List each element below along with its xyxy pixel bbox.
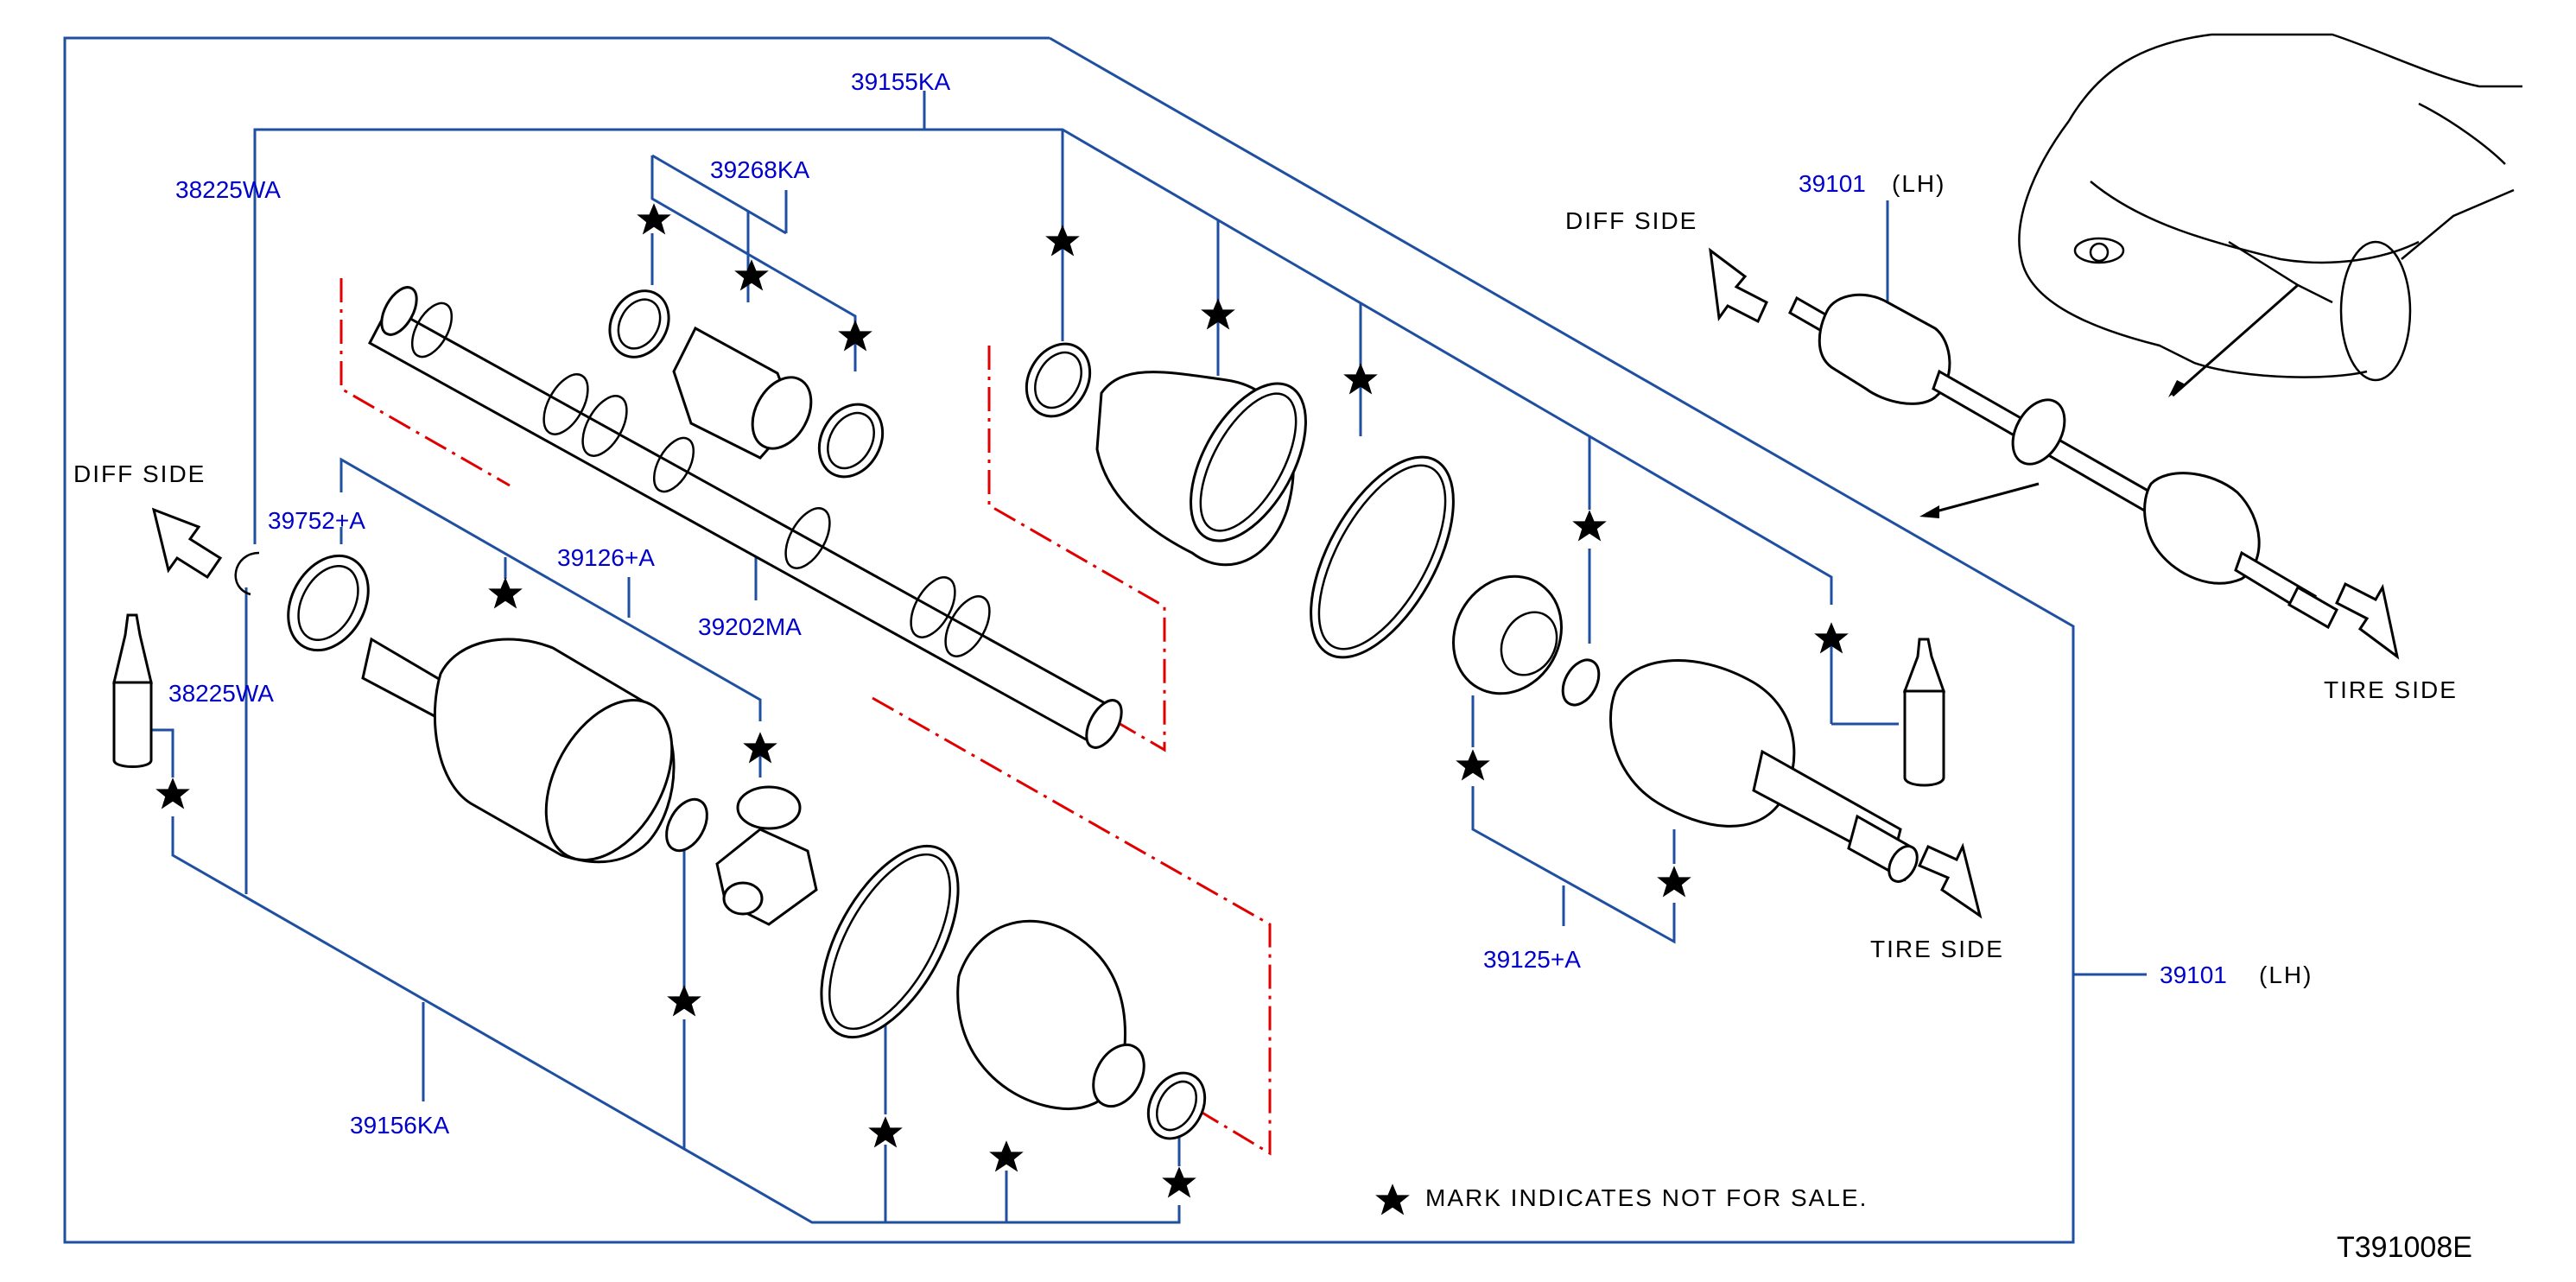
tire-side-label-top: TIRE SIDE xyxy=(2324,676,2458,703)
inner-joint-housing xyxy=(361,637,676,864)
small-boot-band xyxy=(1025,342,1092,418)
part-number-circlip-left: 38225WA xyxy=(168,680,274,707)
diff-side-label-left: DIFF SIDE xyxy=(73,460,206,487)
arrow-icon xyxy=(2335,581,2400,660)
snap-ring xyxy=(665,797,708,853)
circlip-left xyxy=(234,551,260,596)
part-number-boot-kit-outer: 39155KA xyxy=(851,68,951,95)
outer-circlip xyxy=(1561,658,1601,707)
assembly-side-right: (LH) xyxy=(2259,962,2313,988)
part-number-boot-kit-inner: 39156KA xyxy=(350,1112,450,1139)
star-icon xyxy=(1572,510,1607,542)
oil-seal xyxy=(287,554,370,652)
vehicle-thumbnail xyxy=(1919,33,2522,518)
boot-band-kit-callout xyxy=(650,154,857,371)
diff-side-label-top: DIFF SIDE xyxy=(1565,207,1697,234)
star-icon xyxy=(488,577,523,609)
star-icon xyxy=(868,1116,903,1148)
joint-inner-callout xyxy=(339,457,762,777)
tire-side-label: TIRE SIDE xyxy=(1870,936,2004,962)
drive-shaft xyxy=(367,286,1123,749)
inner-boot-band-large xyxy=(820,844,960,1039)
boot-kit-inner-callout xyxy=(134,211,1181,1224)
star-icon xyxy=(1657,866,1691,898)
grease-tube-right xyxy=(1902,638,1946,787)
star-icon xyxy=(155,777,190,809)
large-boot-band xyxy=(1310,455,1455,659)
part-number-assembly-top: 39101 xyxy=(1799,170,1866,197)
assembly-side-top: (LH) xyxy=(1892,170,1945,197)
star-icon xyxy=(1375,1184,1410,1215)
arrow-icon xyxy=(151,507,223,580)
outer-boot xyxy=(1095,371,1307,567)
grease-tube-left xyxy=(112,613,153,768)
inner-boot xyxy=(956,919,1145,1110)
part-number-joint-outer: 39125+A xyxy=(1483,946,1581,973)
legend-note: MARK INDICATES NOT FOR SALE. xyxy=(1425,1184,1868,1211)
joint-outer-callout xyxy=(1471,695,1676,944)
star-icon xyxy=(989,1140,1024,1172)
part-number-joint-inner: 39126+A xyxy=(557,544,655,571)
inner-boot-band-small xyxy=(1146,1071,1207,1140)
part-number-shaft: 39202MA xyxy=(698,613,802,640)
phantom-lines xyxy=(339,278,1272,1156)
spider-assembly xyxy=(715,785,818,926)
assembly-frame xyxy=(63,36,2147,1244)
part-number-circlip-top: 38225WA xyxy=(175,176,281,203)
part-number-assembly-right: 39101 xyxy=(2160,962,2227,988)
star-icon xyxy=(1456,749,1490,781)
star-icon xyxy=(1162,1166,1196,1198)
star-icon xyxy=(667,985,701,1017)
arrow-icon xyxy=(1917,842,1983,919)
assembly-thumbnail xyxy=(1788,293,2338,630)
outer-joint-housing xyxy=(1452,574,1563,695)
damper xyxy=(672,326,813,460)
part-number-oil-seal: 39752+A xyxy=(268,507,365,534)
boot-band-upper-right xyxy=(817,403,885,479)
diagram-code: T391008E xyxy=(2337,1231,2472,1264)
boot-band-upper-left xyxy=(608,289,670,359)
arrow-icon xyxy=(1709,247,1768,324)
outer-joint xyxy=(1608,659,1919,883)
part-number-boot-band-kit: 39268KA xyxy=(710,156,810,183)
